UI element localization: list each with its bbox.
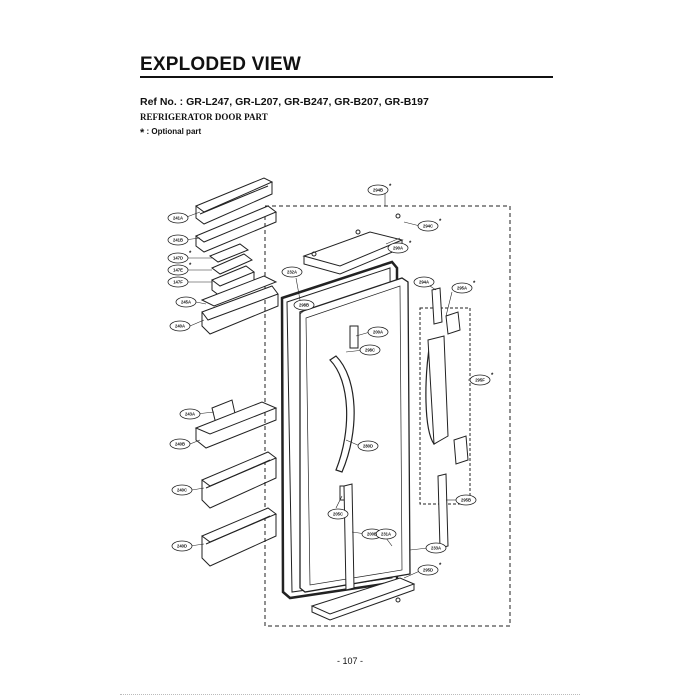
label-240a: 240A xyxy=(175,324,185,329)
label-295a: 295A xyxy=(457,286,467,291)
lower-side-strip xyxy=(437,473,449,549)
liner-handle xyxy=(329,355,355,473)
lower-strip xyxy=(343,483,355,591)
optional-star-295f: * xyxy=(491,373,494,379)
label-200b: 200B xyxy=(367,532,377,537)
label-231a: 231A xyxy=(381,532,391,537)
label-241a: 241A xyxy=(173,216,183,221)
page-title: EXPLODED VIEW xyxy=(140,54,301,75)
label-295d: 295D xyxy=(423,568,433,573)
screw-1 xyxy=(395,213,401,219)
shelf-240d xyxy=(201,507,277,567)
label-205c: 205C xyxy=(333,512,343,517)
hinge-bottom xyxy=(453,435,469,465)
optional-star-147e: * xyxy=(189,263,192,269)
label-280d: 280D xyxy=(363,444,373,449)
door-gasket-inner xyxy=(286,267,393,593)
optional-star-294c: * xyxy=(439,219,442,225)
shelf-241a xyxy=(194,177,274,225)
screw-4 xyxy=(395,597,401,603)
label-147f: 147F xyxy=(173,280,183,285)
label-295b: 295B xyxy=(461,498,471,503)
shelf-241b xyxy=(195,205,277,253)
door-liner xyxy=(299,277,411,593)
screw-2 xyxy=(355,229,361,235)
label-243a: 243A xyxy=(185,412,195,417)
optional-star-295a: * xyxy=(473,281,476,287)
label-298c: 298C xyxy=(365,348,375,353)
door-liner-edge xyxy=(305,285,403,586)
optional-star-290a: * xyxy=(409,241,412,247)
label-241b: 241B xyxy=(173,238,183,243)
optional-star: * xyxy=(140,127,145,139)
door-bottom-cap-side xyxy=(311,584,415,621)
label-200a: 200A xyxy=(373,330,383,335)
top-vertical-strip xyxy=(431,287,443,325)
optional-star-294b: * xyxy=(389,184,392,190)
hinge-top xyxy=(445,311,461,335)
section-subtitle: REFRIGERATOR DOOR PART xyxy=(140,112,268,122)
label-245a: 245A xyxy=(181,300,191,305)
shelf-240c xyxy=(201,451,277,509)
callout-bubbles xyxy=(167,184,491,576)
shelf-243a xyxy=(194,399,278,449)
label-294a: 294A xyxy=(419,280,429,285)
label-298b: 298B xyxy=(299,303,309,308)
optional-part-note: * : Optional part xyxy=(140,127,201,139)
egg-tray xyxy=(208,243,256,297)
assembly-frame xyxy=(264,205,511,627)
label-147d: 147D xyxy=(173,256,183,261)
handle-bracket-top xyxy=(349,325,359,349)
label-294c: 294C xyxy=(423,224,433,229)
title-rule xyxy=(140,76,553,78)
label-295f: 295F xyxy=(475,378,485,383)
label-294b: 294B xyxy=(373,188,383,193)
optional-note-text: : Optional part xyxy=(144,127,202,136)
page-number: - 107 - xyxy=(336,656,363,666)
screw-3 xyxy=(311,251,317,257)
optional-star-295d: * xyxy=(439,563,442,569)
label-290a: 290A xyxy=(393,246,403,251)
label-233a: 233A xyxy=(431,546,441,551)
door-top-cap xyxy=(302,231,404,267)
optional-star-147d: * xyxy=(189,251,192,257)
label-147e: 147E xyxy=(173,268,183,273)
bottom-rule xyxy=(120,694,580,695)
reference-models: Ref No. : GR-L247, GR-L207, GR-B247, GR-… xyxy=(140,96,429,108)
label-232a: 232A xyxy=(287,270,297,275)
label-240c: 240C xyxy=(177,488,187,493)
label-240d: 240D xyxy=(177,544,187,549)
label-240b: 240B xyxy=(175,442,185,447)
handle-cover xyxy=(427,335,449,445)
shelf-245a xyxy=(200,275,279,335)
